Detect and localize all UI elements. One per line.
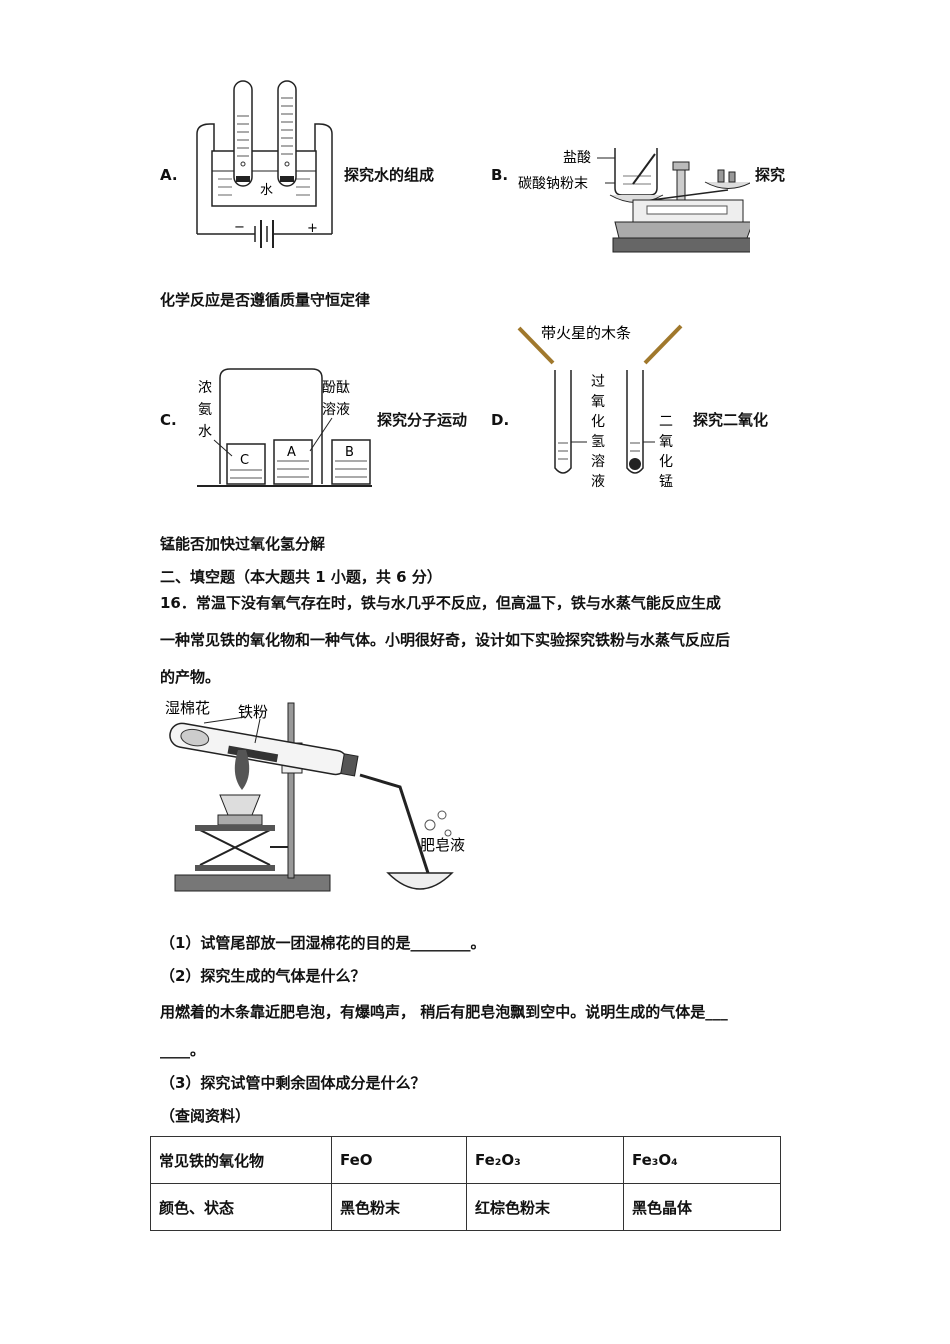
label-ammonia-3: 水	[198, 424, 212, 440]
catalyst-figure: 带火星的木条 过 氧 化 氢 溶 液 二 氧 化 锰	[517, 324, 683, 490]
iron-steam-apparatus: 湿棉花 铁粉 肥皂液	[165, 699, 465, 892]
plus-sign: +	[307, 221, 318, 236]
molecule-motion-figure: 浓 氨 水 酚酞 溶液 C A B	[197, 368, 372, 487]
label-acid: 盐酸	[563, 150, 591, 166]
label-phenol-2: 溶液	[322, 402, 350, 418]
table-cell: 黑色晶体	[623, 1183, 781, 1231]
table-cell: FeO	[331, 1136, 467, 1184]
option-d-text: 探究二氧化	[693, 411, 769, 429]
mno2-1: 二	[659, 414, 673, 430]
beaker-c: C	[240, 453, 249, 468]
q16-sub2-text: 用燃着的木条靠近肥皂泡，有爆鸣声， 稍后有肥皂泡飘到空中。说明生成的气体是___	[160, 1003, 728, 1021]
q16-sub2: （2）探究生成的气体是什么？	[160, 967, 366, 985]
q16-sub3: （3）探究试管中剩余固体成分是什么？	[160, 1074, 426, 1092]
mno2-3: 化	[659, 454, 673, 470]
beaker-a: A	[287, 445, 296, 460]
option-a-letter: A.	[160, 166, 178, 184]
label-ammonia-1: 浓	[198, 380, 212, 396]
beaker-b: B	[345, 445, 354, 460]
q16-line3: 的产物。	[160, 668, 221, 686]
table-cell: 黑色粉末	[331, 1183, 467, 1231]
option-d-letter: D.	[491, 411, 510, 429]
label-iron: 铁粉	[238, 703, 268, 721]
q16-lookup: （查阅资料）	[160, 1107, 251, 1125]
q16-sub2-blank: ____。	[160, 1041, 206, 1059]
q16-line2: 一种常见铁的氧化物和一种气体。小明很好奇，设计如下实验探究铁粉与水蒸气反应后	[160, 631, 731, 649]
option-b-letter: B.	[491, 166, 509, 184]
option-b-continuation: 化学反应是否遵循质量守恒定律	[160, 291, 371, 309]
table-cell: 常见铁的氧化物	[150, 1136, 332, 1184]
table-cell: Fe₃O₄	[623, 1136, 781, 1184]
label-soap: 肥皂液	[420, 836, 465, 854]
table-row: 常见铁的氧化物 FeO Fe₂O₃ Fe₃O₄	[150, 1136, 781, 1184]
option-c-text: 探究分子运动	[377, 411, 468, 429]
table-cell: Fe₂O₃	[466, 1136, 624, 1184]
q16-sub1: （1）试管尾部放一团湿棉花的目的是________。	[160, 934, 486, 952]
label-phenol-1: 酚酞	[322, 380, 350, 396]
option-d-continuation: 锰能否加快过氧化氢分解	[160, 535, 326, 553]
h2o2-3: 化	[591, 414, 605, 430]
label-cotton: 湿棉花	[165, 699, 210, 717]
minus-sign: −	[234, 220, 245, 235]
section-heading: 二、填空题（本大题共 1 小题，共 6 分）	[160, 568, 442, 586]
water-label: 水	[260, 183, 273, 198]
label-ammonia-2: 氨	[198, 402, 212, 418]
table-row: 颜色、状态 黑色粉末 红棕色粉末 黑色晶体	[150, 1183, 781, 1231]
h2o2-6: 液	[591, 474, 605, 490]
iron-oxide-table: 常见铁的氧化物 FeO Fe₂O₃ Fe₃O₄ 颜色、状态 黑色粉末 红棕色粉末…	[150, 1136, 781, 1231]
option-b-text: 探究	[755, 166, 786, 184]
option-a-text: 探究水的组成	[344, 166, 435, 184]
h2o2-1: 过	[591, 374, 605, 390]
h2o2-5: 溶	[591, 454, 605, 470]
option-c-letter: C.	[160, 411, 177, 429]
h2o2-4: 氢	[591, 434, 605, 450]
balance-figure: 盐酸 碳酸钠粉末	[518, 148, 750, 253]
electrolysis-figure: 水 − +	[196, 80, 333, 248]
table-cell: 红棕色粉末	[466, 1183, 624, 1231]
q16-line1: 16．常温下没有氧气存在时，铁与水几乎不反应，但高温下，铁与水蒸气能反应生成	[160, 594, 721, 612]
mno2-2: 氧	[659, 434, 673, 450]
label-powder: 碳酸钠粉末	[518, 176, 588, 192]
label-splint: 带火星的木条	[541, 324, 631, 342]
mno2-4: 锰	[659, 474, 673, 490]
table-cell: 颜色、状态	[150, 1183, 332, 1231]
h2o2-2: 氧	[591, 394, 605, 410]
